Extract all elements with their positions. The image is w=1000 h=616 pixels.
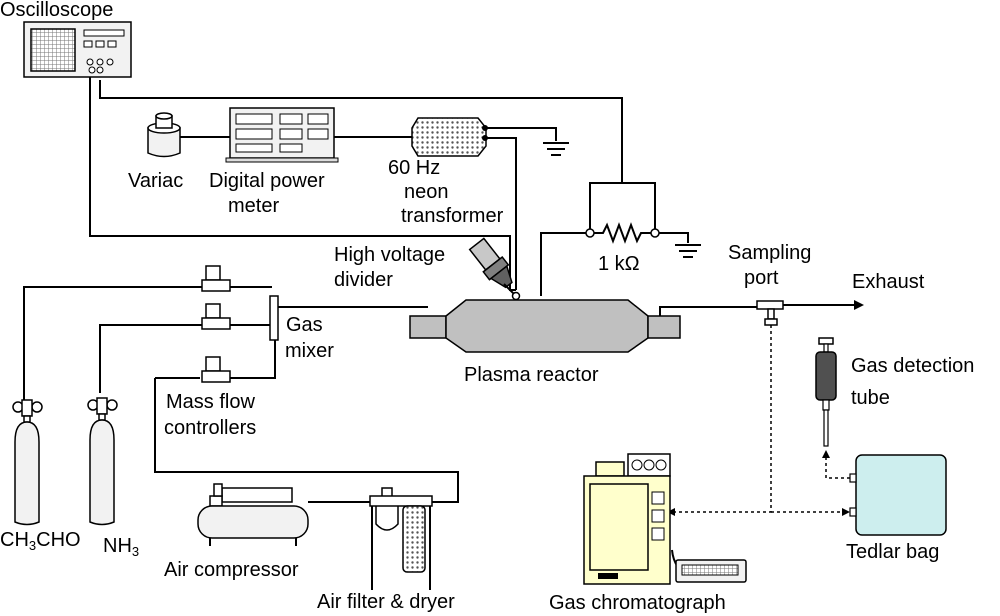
- mass-flow-controller-1: [201, 265, 231, 292]
- gas-detection-tube-label-line1: Gas detection: [851, 355, 974, 377]
- hv-divider-label-line2: divider: [334, 269, 393, 291]
- electrical-wiring: [89, 68, 689, 296]
- transformer-label-line1: 60 Hz: [388, 157, 440, 179]
- variac: [147, 112, 181, 158]
- nh3-label: NH3: [103, 535, 139, 559]
- sampling-lines: [667, 325, 850, 516]
- ch3cho-label: CH3CHO: [0, 529, 81, 553]
- gas-chromatograph: [583, 453, 747, 585]
- tedlar-bag-label: Tedlar bag: [846, 541, 939, 563]
- gas-lines: [23, 286, 864, 503]
- hv-divider-label-line1: High voltage: [334, 244, 445, 266]
- air-filter-dryer-label: Air filter & dryer: [317, 591, 455, 613]
- digital-power-meter: [225, 107, 339, 163]
- gas-mixer-label-line1: Gas: [286, 314, 323, 336]
- oscilloscope: [23, 21, 132, 78]
- plasma-reactor-label: Plasma reactor: [464, 364, 599, 386]
- nh3-cylinder: [87, 397, 118, 526]
- gas-mixer: [269, 295, 279, 341]
- mfc-label-line1: Mass flow: [166, 391, 255, 413]
- ground-symbol-resistor: [675, 244, 701, 258]
- ground-symbol-transformer: [543, 142, 569, 156]
- resistor-label: 1 kΩ: [598, 253, 640, 275]
- gas-detection-tube: [815, 337, 837, 447]
- exhaust-label: Exhaust: [852, 271, 925, 293]
- ch3cho-cylinder: [12, 399, 43, 526]
- transformer-label-line2: neon: [404, 181, 449, 203]
- gas-detection-tube-label-line2: tube: [851, 387, 890, 409]
- neon-transformer: [411, 117, 488, 157]
- mass-flow-controller-3: [201, 356, 231, 383]
- gas-mixer-label-line2: mixer: [285, 340, 334, 362]
- mass-flow-controller-2: [201, 303, 231, 330]
- high-voltage-divider: [468, 237, 521, 301]
- resistor-1k: [585, 222, 660, 244]
- sampling-port-label-line1: Sampling: [728, 242, 811, 264]
- tedlar-bag: [849, 454, 947, 536]
- sampling-port: [756, 300, 784, 326]
- variac-label: Variac: [128, 170, 183, 192]
- air-compressor-label: Air compressor: [164, 559, 299, 581]
- power-meter-label-line2: meter: [228, 195, 279, 217]
- gas-chromatograph-label: Gas chromatograph: [549, 592, 726, 614]
- mfc-label-line2: controllers: [164, 417, 256, 439]
- transformer-label-line3: transformer: [401, 205, 504, 227]
- power-meter-label-line1: Digital power: [209, 170, 325, 192]
- air-filter-dryer: [369, 487, 433, 590]
- oscilloscope-label: Oscilloscope: [0, 0, 113, 21]
- sampling-port-label-line2: port: [744, 267, 779, 289]
- plasma-reactor: [409, 299, 681, 353]
- air-compressor: [197, 483, 309, 546]
